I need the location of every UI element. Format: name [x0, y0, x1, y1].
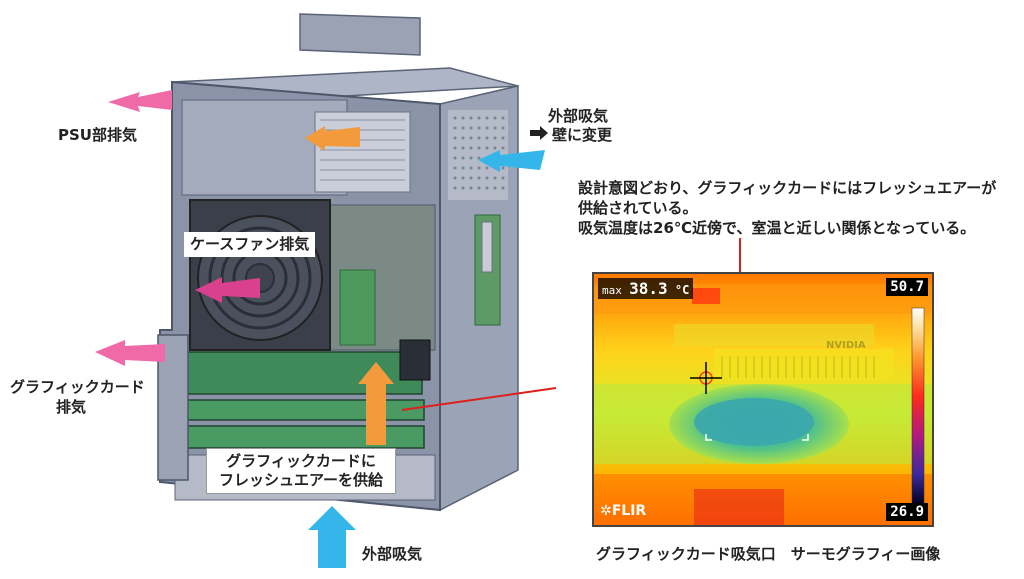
gpu-card-3 [185, 425, 425, 449]
thermal-image: max 38.3 °C 50.7 26.9 NVIDIA ✲FLIR [592, 272, 934, 527]
thermal-focus-brackets [705, 434, 809, 441]
thermal-caption: グラフィックカード吸気口 サーモグラフィー画像 [596, 545, 941, 563]
outside-intake-bottom-arrow [308, 506, 356, 568]
outside-intake-top-label-1: 外部吸気 [548, 107, 609, 125]
gpu-fresh-air-label: グラフィックカードに フレッシュエアーを供給 [206, 448, 396, 494]
thermal-mode-label: max [602, 284, 622, 297]
thermal-heatmap [594, 274, 932, 525]
thermal-readout: max 38.3 °C [598, 278, 694, 299]
psu-exhaust-arrow [108, 90, 172, 112]
psu-exhaust-label: PSU部排気 [58, 126, 137, 144]
internal-flow-arrow-top [305, 126, 360, 151]
flir-logo: ✲FLIR [600, 503, 647, 519]
thermal-scale-min: 26.9 [886, 503, 928, 521]
thermal-max-reading: 38.3 [629, 279, 668, 298]
outside-intake-bottom-label: 外部吸気 [362, 545, 423, 563]
psu-heatsink [314, 111, 411, 193]
top-mount-bracket [299, 13, 421, 56]
riser-board [339, 269, 376, 346]
gpu-exhaust-label-1: グラフィックカード [10, 378, 145, 396]
case-fan-exhaust-arrow [195, 277, 260, 303]
annotation-line-3: 吸気温度は26℃近傍で、室温と近しい関係となっている。 [578, 219, 976, 237]
annotation-line-2: 供給されている。 [578, 199, 698, 217]
gpu-exhaust-label-2: 排気 [56, 398, 87, 416]
thermal-scale-bar [911, 307, 925, 505]
thermal-scale-max: 50.7 [886, 278, 928, 296]
thermal-crosshair-icon [690, 362, 722, 394]
outside-intake-top-arrow [478, 150, 545, 172]
gpu-fresh-air-label-1: グラフィックカードに [226, 452, 376, 470]
gpu-card-2 [185, 399, 425, 421]
outside-intake-top-label-2: 壁に変更 [552, 126, 613, 144]
pointer-line-gpu [401, 387, 557, 411]
annotation-line-1: 設計意図どおり、グラフィックカードにはフレッシュエアーが [578, 179, 997, 197]
gpu-intake-flow-arrow [358, 362, 394, 445]
gpu-fresh-air-label-2: フレッシュエアーを供給 [218, 471, 384, 489]
right-arrow-icon [530, 126, 548, 140]
case-fan-exhaust-label: ケースファン排気 [184, 232, 316, 257]
flir-logo-icon: ✲ [600, 503, 612, 519]
thermal-overlay-text: NVIDIA [826, 340, 866, 351]
gpu-exhaust-arrow [95, 340, 165, 366]
thermal-unit: °C [674, 283, 690, 297]
